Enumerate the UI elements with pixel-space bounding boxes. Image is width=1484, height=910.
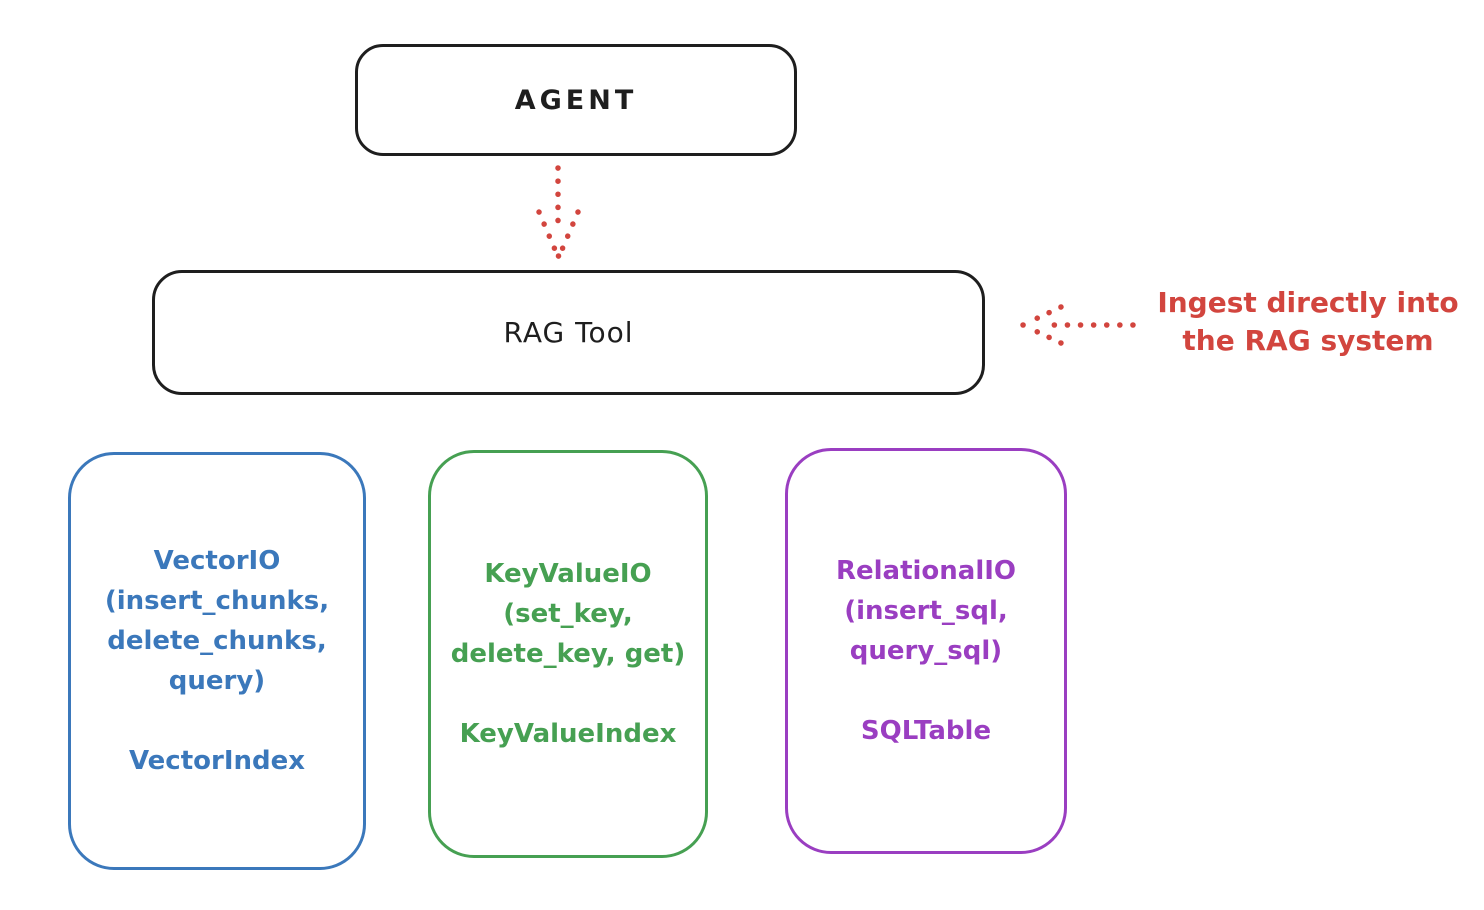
ingest-annotation: Ingest directly into the RAG system xyxy=(1157,286,1459,357)
relational-io-card: RelationalIO (insert_sql, query_sql) SQL… xyxy=(785,448,1067,854)
sql-table-label: SQLTable xyxy=(860,716,992,746)
relational-io-label: RelationalIO (insert_sql, query_sql) xyxy=(835,556,1017,666)
keyvalue-index-label: KeyValueIndex xyxy=(459,719,677,749)
dotted-down-arrow-icon xyxy=(536,165,581,259)
keyvalue-io-label: KeyValueIO (set_key, delete_key, get) xyxy=(450,559,686,669)
vector-io-card: VectorIO (insert_chunks, delete_chunks, … xyxy=(68,452,366,870)
agent-label: AGENT xyxy=(514,84,638,116)
dotted-left-arrow-icon xyxy=(1020,304,1136,346)
vector-index-label: VectorIndex xyxy=(128,746,306,776)
rag-tool-label: RAG Tool xyxy=(503,316,634,349)
agent-box: AGENT xyxy=(355,44,797,156)
rag-tool-box: RAG Tool xyxy=(152,270,985,395)
keyvalue-io-card: KeyValueIO (set_key, delete_key, get) Ke… xyxy=(428,450,708,858)
vector-io-label: VectorIO (insert_chunks, delete_chunks, … xyxy=(104,546,330,696)
